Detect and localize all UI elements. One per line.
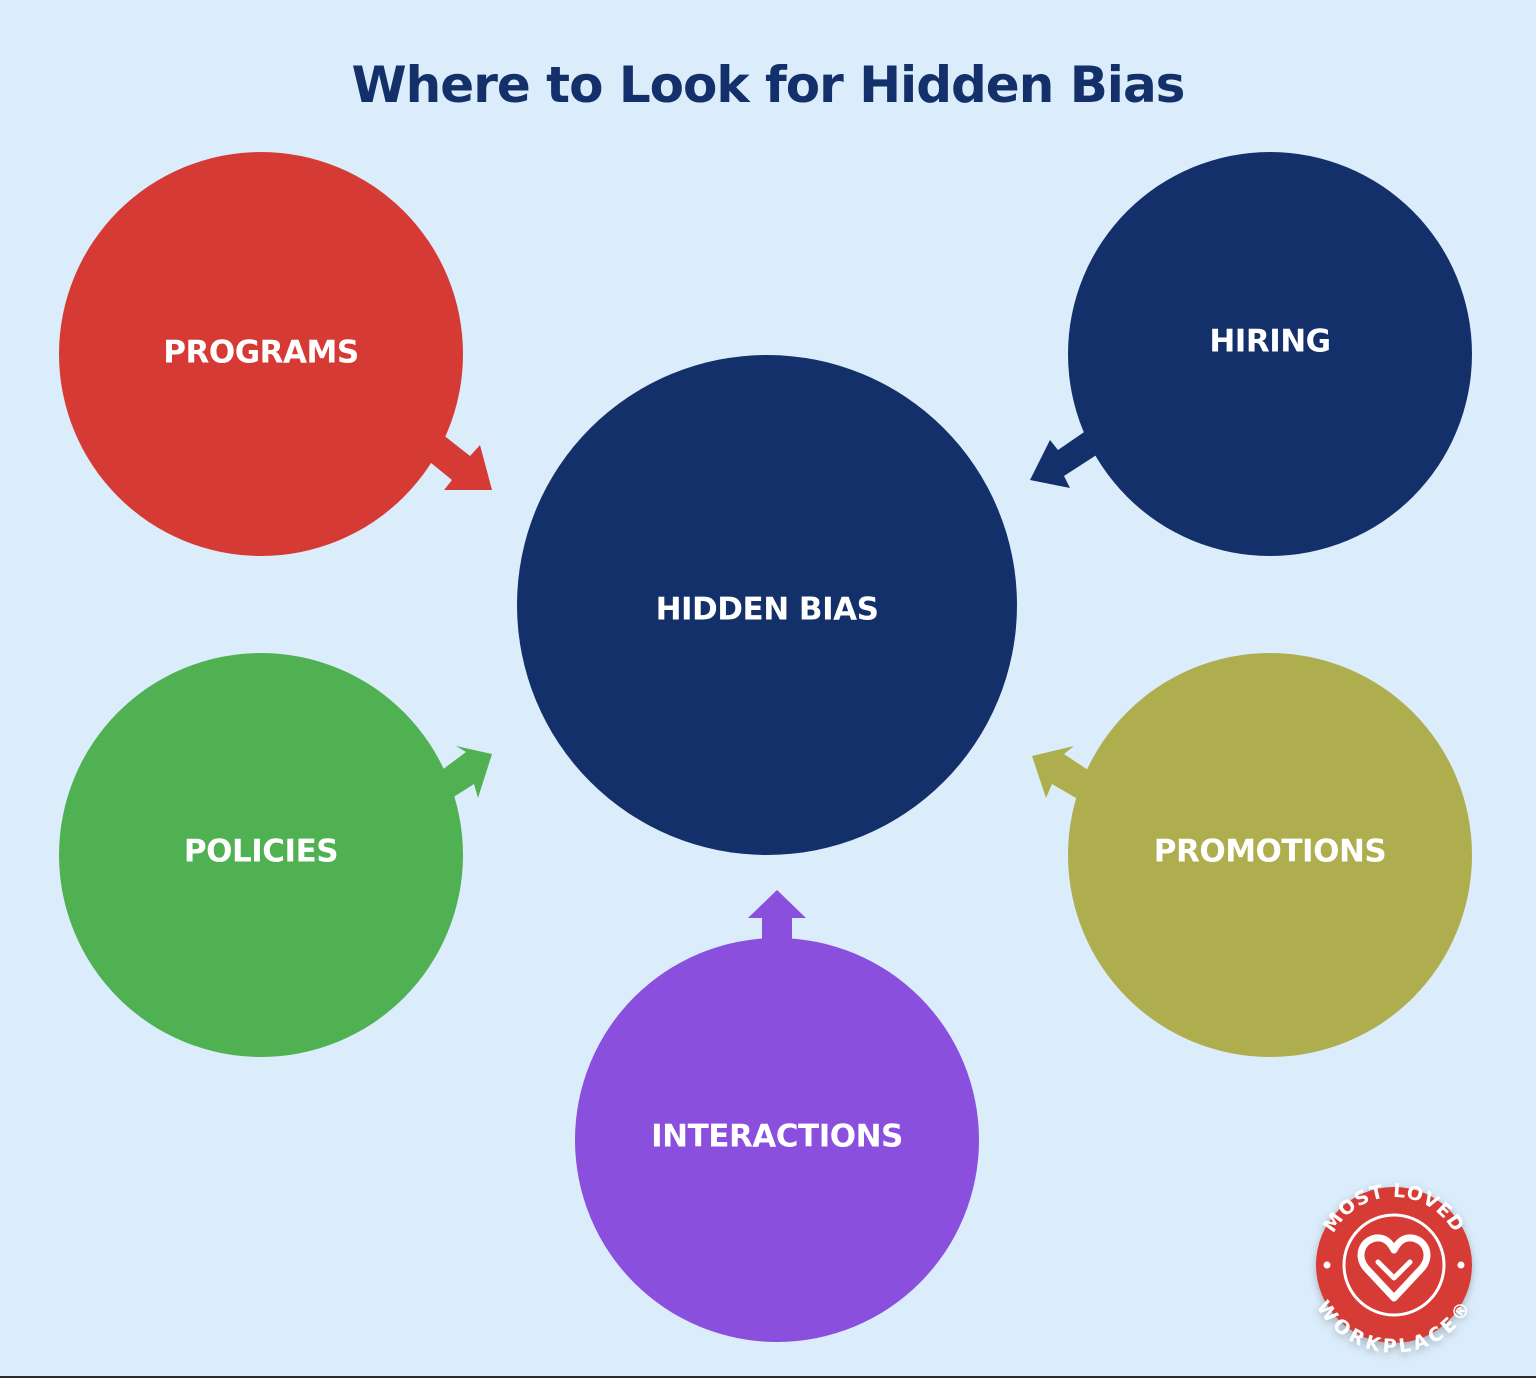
most-loved-workplace-badge: MOST LOVED WORKPLACE® bbox=[1312, 1180, 1475, 1358]
node-interactions: INTERACTIONS bbox=[575, 890, 979, 1342]
promotions-circle bbox=[1068, 653, 1472, 1057]
interactions-circle bbox=[575, 938, 979, 1342]
center-label: HIDDEN BIAS bbox=[656, 592, 879, 628]
promotions-arrow bbox=[1032, 746, 1088, 798]
node-center-hidden-bias: HIDDEN BIAS bbox=[517, 355, 1017, 855]
center-circle bbox=[517, 355, 1017, 855]
node-programs: PROGRAMS bbox=[59, 152, 492, 556]
badge-inner-ring bbox=[1342, 1213, 1446, 1317]
node-hiring: HIRING bbox=[1030, 152, 1472, 556]
badge-outer-circle bbox=[1316, 1187, 1472, 1343]
policies-arrow bbox=[442, 746, 492, 798]
bottom-border bbox=[0, 1376, 1536, 1378]
page-title: Where to Look for Hidden Bias bbox=[351, 56, 1186, 114]
programs-label: PROGRAMS bbox=[163, 335, 358, 371]
promotions-label: PROMOTIONS bbox=[1154, 834, 1386, 870]
hiring-label: HIRING bbox=[1209, 324, 1330, 360]
heart-inner-icon bbox=[1375, 1259, 1413, 1281]
programs-arrow bbox=[420, 430, 492, 490]
policies-circle bbox=[59, 653, 463, 1057]
hiring-circle bbox=[1068, 152, 1472, 556]
badge-right-dot-icon bbox=[1457, 1261, 1465, 1269]
node-policies: POLICIES bbox=[59, 653, 492, 1057]
heart-icon bbox=[1357, 1234, 1431, 1302]
interactions-arrow bbox=[748, 890, 806, 950]
hiring-arrow bbox=[1030, 428, 1098, 488]
policies-label: POLICIES bbox=[184, 834, 338, 870]
node-promotions: PROMOTIONS bbox=[1032, 653, 1472, 1057]
programs-circle bbox=[59, 152, 463, 556]
badge-left-dot-icon bbox=[1323, 1261, 1331, 1269]
interactions-label: INTERACTIONS bbox=[651, 1119, 903, 1155]
